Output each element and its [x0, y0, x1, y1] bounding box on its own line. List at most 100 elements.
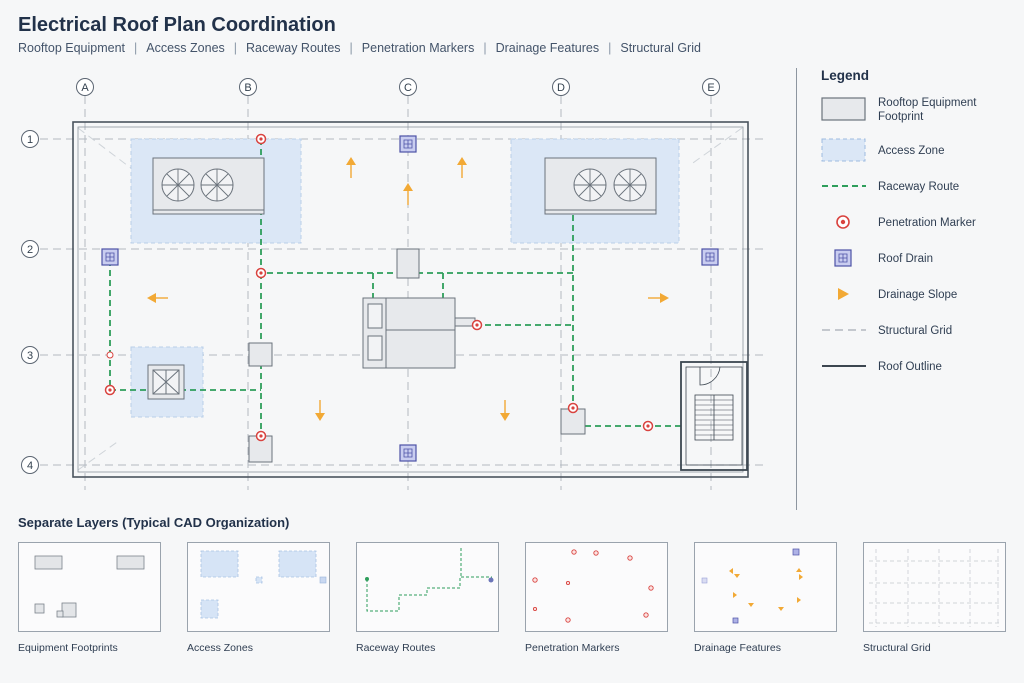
- slope-arrow-icon: [457, 157, 467, 178]
- legend-label: Roof Drain: [878, 253, 933, 265]
- penetration-layer-preview: [532, 549, 654, 623]
- roof-drain-icon: [101, 248, 119, 266]
- roof-drain-icon: [834, 249, 852, 267]
- grid-bubble-a: [76, 78, 94, 96]
- subtitle: Rooftop Equipment|Access Zones|Raceway R…: [18, 41, 701, 55]
- subtitle-item: Structural Grid: [620, 41, 701, 55]
- grid-label-e: E: [707, 82, 714, 94]
- penetration-marker-icon: [106, 351, 114, 359]
- condensing-unit-right: [544, 157, 657, 215]
- layer-thumb-raceway[interactable]: [356, 542, 499, 632]
- slope-arrow-icon: [346, 157, 356, 178]
- grid-label-b: B: [244, 82, 251, 94]
- grid-bubble-e: [702, 78, 720, 96]
- subtitle-item: Drainage Features: [495, 41, 600, 55]
- layer-label: Raceway Routes: [356, 642, 436, 654]
- penetration-marker-icon: [255, 430, 267, 442]
- grid-bubble-c: [399, 78, 417, 96]
- slope-arrow-icon: [315, 400, 325, 421]
- structural-grid-icon: [822, 329, 866, 331]
- access-layer-preview: [200, 550, 327, 619]
- penetration-marker-icon: [104, 384, 116, 396]
- junction-box: [248, 342, 273, 367]
- legend-item-access-zone: Access Zone: [821, 138, 1021, 168]
- exhaust-fan-small: [147, 364, 185, 400]
- roof-plan: A B C D E 1 2 3 4: [21, 78, 765, 490]
- grid-label-c: C: [404, 82, 412, 94]
- equipment-footprint-icon: [821, 97, 866, 121]
- drainage-slopes: [147, 157, 669, 421]
- layer-thumb-drainage[interactable]: [694, 542, 837, 632]
- grid-bubbles: A B C D E 1 2 3 4: [21, 78, 720, 474]
- layer-label: Penetration Markers: [525, 642, 620, 654]
- subtitle-item: Raceway Routes: [246, 41, 341, 55]
- layer-label: Equipment Footprints: [18, 642, 118, 654]
- roof-drain-icon: [399, 135, 417, 153]
- grid-bubble-b: [239, 78, 257, 96]
- legend-item-roof-drain: Roof Drain: [821, 246, 1021, 276]
- stair-enclosure: [680, 361, 748, 471]
- legend-item-roof-outline: Roof Outline: [821, 354, 1021, 384]
- equipment-footprints: [147, 157, 657, 463]
- access-zone-icon: [821, 138, 866, 162]
- subtitle-item: Access Zones: [146, 41, 225, 55]
- legend-item-drainage-slope: Drainage Slope: [821, 282, 1021, 312]
- grid-bubble-2: [21, 240, 39, 258]
- grid-bubble-d: [552, 78, 570, 96]
- slope-arrow-icon: [147, 293, 168, 303]
- legend-label: Access Zone: [878, 145, 945, 157]
- grid-label-3: 3: [27, 350, 33, 362]
- equipment-layer-preview: [34, 555, 145, 618]
- grid-label-a: A: [81, 82, 89, 94]
- layer-thumb-access[interactable]: [187, 542, 330, 632]
- penetration-marker-icon: [567, 402, 579, 414]
- legend-item-structural-grid: Structural Grid: [821, 318, 1021, 348]
- slope-arrow-icon: [500, 400, 510, 421]
- legend-title: Legend: [821, 68, 870, 83]
- penetration-marker-icon: [255, 267, 267, 279]
- legend-item-penetration: Penetration Marker: [821, 210, 1021, 240]
- layer-thumb-penetration[interactable]: [525, 542, 668, 632]
- legend-divider: [796, 68, 797, 510]
- grid-bubble-4: [21, 456, 39, 474]
- layer-thumb-equipment[interactable]: [18, 542, 161, 632]
- raceway-layer-preview: [365, 548, 494, 612]
- grid-label-1: 1: [27, 134, 33, 146]
- roof-outline-icon: [822, 365, 866, 367]
- layer-thumb-grid[interactable]: [863, 542, 1006, 632]
- penetration-marker-icon: [255, 133, 267, 145]
- legend-label: Penetration Marker: [878, 217, 976, 229]
- slope-arrow-icon: [403, 183, 413, 205]
- subtitle-item: Penetration Markers: [361, 41, 475, 55]
- drainage-slope-icon: [838, 288, 849, 300]
- grid-label-4: 4: [27, 460, 33, 472]
- legend-label: Structural Grid: [878, 325, 953, 337]
- grid-label-2: 2: [27, 244, 33, 256]
- layers-title: Separate Layers (Typical CAD Organizatio…: [18, 515, 290, 530]
- condensing-unit-left: [152, 157, 265, 215]
- rooftop-unit-center: [362, 297, 476, 369]
- legend-item-equipment: Rooftop Equipment Footprint: [821, 96, 1021, 126]
- page-title: Electrical Roof Plan Coordination: [18, 14, 336, 36]
- legend-label: Rooftop Equipment Footprint: [878, 97, 977, 123]
- junction-box: [396, 248, 420, 279]
- subtitle-item: Rooftop Equipment: [18, 41, 126, 55]
- legend-item-raceway: Raceway Route: [821, 174, 1021, 204]
- penetration-marker-icon: [471, 319, 483, 331]
- legend-label: Roof Outline: [878, 361, 942, 373]
- roof-drain-icon: [701, 248, 719, 266]
- grid-bubble-3: [21, 346, 39, 364]
- grid-layer-preview: [869, 549, 1002, 627]
- roof-drains: [101, 135, 719, 462]
- legend-label: Raceway Route: [878, 181, 960, 193]
- roof-outline: [72, 121, 749, 478]
- roof-drain-icon: [399, 444, 417, 462]
- penetration-marker-icon: [836, 215, 850, 229]
- penetration-marker-icon: [642, 420, 654, 432]
- slope-arrow-icon: [648, 293, 669, 303]
- layer-label: Drainage Features: [694, 642, 781, 654]
- grid-label-d: D: [557, 82, 565, 94]
- drainage-layer-preview: [701, 548, 803, 624]
- grid-bubble-1: [21, 130, 39, 148]
- layer-label: Access Zones: [187, 642, 253, 654]
